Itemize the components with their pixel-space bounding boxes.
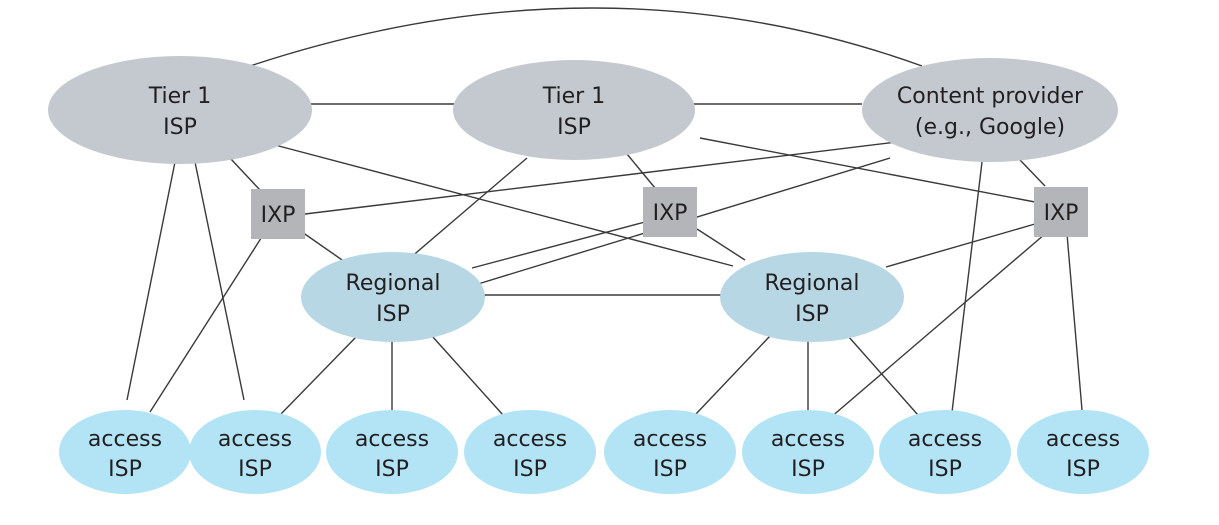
- link-ixp3-access8: [1066, 233, 1083, 411]
- access-isp-shape: [1017, 410, 1149, 494]
- regional-isp-a-shape: [301, 252, 485, 342]
- access-isp: access ISP: [464, 410, 596, 494]
- tier1-isp-a: Tier 1 ISP: [48, 56, 312, 164]
- content-provider-shape: [862, 58, 1118, 162]
- link-ixp3-access6: [829, 233, 1046, 419]
- regional-isp-b-line2: ISP: [795, 302, 829, 327]
- access-isp: access ISP: [326, 410, 458, 494]
- link-regionalb-access5: [694, 335, 771, 416]
- regional-isp-b: Regional ISP: [720, 252, 904, 342]
- access-isp: access ISP: [604, 410, 736, 494]
- tier1-isp-a-line2: ISP: [163, 115, 197, 140]
- link-ixp2-regionala: [471, 221, 646, 269]
- access-isp-line2: ISP: [513, 457, 547, 482]
- ixp-3-shape: [1034, 187, 1088, 237]
- access-isp: access ISP: [742, 410, 874, 494]
- link-tier1a-access2: [194, 161, 245, 401]
- access-isp-shape: [59, 410, 191, 494]
- access-isp-shape: [604, 410, 736, 494]
- access-isp-line2: ISP: [238, 457, 272, 482]
- tier1-isp-b-shape: [453, 60, 695, 160]
- access-isp-shape: [742, 410, 874, 494]
- access-isp-line1: access: [218, 427, 292, 452]
- access-isp-shape: [879, 410, 1011, 494]
- link-content-ixp3: [1019, 159, 1046, 187]
- access-isp: access ISP: [59, 410, 191, 494]
- access-isp-line1: access: [493, 427, 567, 452]
- tier1-isp-b-line2: ISP: [557, 115, 591, 140]
- links: [126, 7, 1083, 419]
- link-ixp3-regionalb: [885, 223, 1036, 268]
- content-provider: Content provider (e.g., Google): [862, 58, 1118, 162]
- link-regionala-access2: [279, 335, 358, 416]
- content-provider-line2: (e.g., Google): [915, 115, 1065, 140]
- link-ixp1-regionala: [301, 231, 346, 263]
- link-tier1a-ixp1: [229, 157, 261, 191]
- content-provider-line1: Content provider: [897, 84, 1084, 109]
- link-ixp1-content: [304, 141, 898, 215]
- access-isp-row: access ISP access ISP access ISP access …: [59, 410, 1149, 494]
- access-isp-line1: access: [355, 427, 429, 452]
- link-regionala-access4: [431, 335, 504, 416]
- regional-isp-b-shape: [720, 252, 904, 342]
- link-tier1b-regionala: [409, 157, 528, 259]
- link-tier1a-regionalb: [274, 144, 734, 267]
- ixp-2-label: IXP: [653, 201, 688, 226]
- link-content-access7: [951, 161, 983, 413]
- tier1-isp-b-line1: Tier 1: [542, 84, 605, 109]
- tier1-isp-a-line1: Tier 1: [148, 84, 211, 109]
- access-isp: access ISP: [189, 410, 321, 494]
- ixp-2: IXP: [643, 187, 697, 237]
- regional-isp-a: Regional ISP: [301, 252, 485, 342]
- regional-isp-b-line1: Regional: [765, 271, 860, 296]
- access-isp-line1: access: [1046, 427, 1120, 452]
- ixp-1-shape: [251, 189, 305, 239]
- access-isp-shape: [326, 410, 458, 494]
- access-isp-shape: [464, 410, 596, 494]
- ixp-3: IXP: [1034, 187, 1088, 237]
- ixp-1-label: IXP: [261, 203, 296, 228]
- link-tier1a-content-arc: [249, 7, 923, 67]
- ixp-3-label: IXP: [1044, 201, 1079, 226]
- ixp-1: IXP: [251, 189, 305, 239]
- access-isp-line2: ISP: [791, 457, 825, 482]
- link-tier1a-access1: [126, 161, 176, 401]
- access-isp-line1: access: [771, 427, 845, 452]
- access-isp-line2: ISP: [1066, 457, 1100, 482]
- ixp-2-shape: [643, 187, 697, 237]
- tier1-isp-a-shape: [48, 56, 312, 164]
- link-ixp1-access1: [149, 231, 266, 413]
- access-isp-line1: access: [908, 427, 982, 452]
- access-isp-line1: access: [633, 427, 707, 452]
- link-tier1b-ixp2: [626, 153, 656, 189]
- access-isp-line2: ISP: [653, 457, 687, 482]
- regional-isp-a-line2: ISP: [376, 302, 410, 327]
- tier1-isp-b: Tier 1 ISP: [453, 60, 695, 160]
- access-isp-line1: access: [88, 427, 162, 452]
- link-ixp2-regionalb: [696, 228, 746, 261]
- regional-isp-a-line1: Regional: [346, 271, 441, 296]
- access-isp-line2: ISP: [108, 457, 142, 482]
- access-isp-line2: ISP: [928, 457, 962, 482]
- access-isp-line2: ISP: [375, 457, 409, 482]
- link-regionalb-access7: [847, 335, 919, 416]
- access-isp-shape: [189, 410, 321, 494]
- access-isp: access ISP: [1017, 410, 1149, 494]
- access-isp: access ISP: [879, 410, 1011, 494]
